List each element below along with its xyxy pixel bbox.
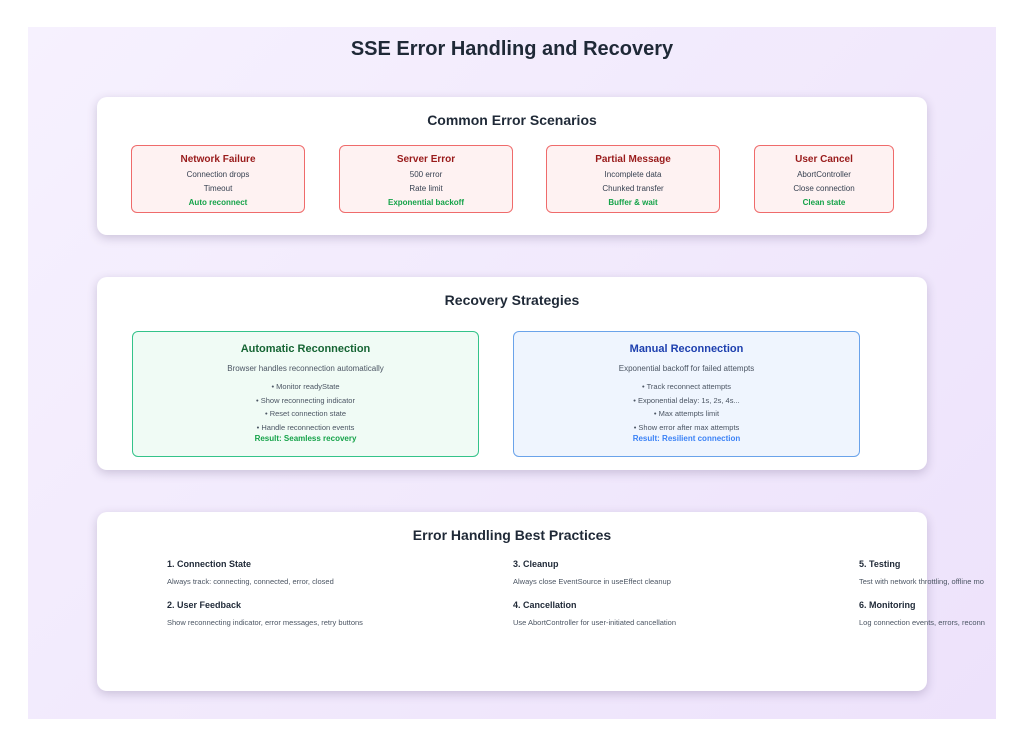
strategy-result: Result: Seamless recovery xyxy=(254,434,357,443)
practice-heading: 5. Testing xyxy=(859,559,901,569)
error-card-result: Auto reconnect xyxy=(188,198,248,207)
practice-connection-state: 1. Connection State Always track: connec… xyxy=(167,559,334,586)
error-card-title: Network Failure xyxy=(180,154,256,165)
strategy-list: • Monitor readyState • Show reconnecting… xyxy=(133,380,478,434)
error-card-line: AbortController xyxy=(797,170,851,179)
error-card-line: Chunked transfer xyxy=(602,184,664,193)
section-title-recovery: Recovery Strategies xyxy=(444,292,580,308)
practice-cancellation: 4. Cancellation Use AbortController for … xyxy=(513,600,676,627)
list-item: • Track reconnect attempts xyxy=(642,382,731,391)
error-card-line: Timeout xyxy=(203,184,233,193)
error-card-title: User Cancel xyxy=(795,154,853,165)
error-card-title: Partial Message xyxy=(595,154,671,165)
list-item: • Show error after max attempts xyxy=(633,422,740,432)
manual-reconnection-box: Manual Reconnection Exponential backoff … xyxy=(513,331,860,457)
error-card-partial-message: Partial Message Incomplete data Chunked … xyxy=(546,145,720,213)
strategy-list: • Track reconnect attempts • Exponential… xyxy=(514,380,859,434)
list-item: • Monitor readyState xyxy=(271,382,340,391)
strategy-title: Automatic Reconnection xyxy=(240,343,371,355)
error-card-result: Buffer & wait xyxy=(608,198,658,207)
practice-heading: 1. Connection State xyxy=(167,559,252,569)
strategy-title: Manual Reconnection xyxy=(629,343,744,355)
list-item: • Max attempts limit xyxy=(653,409,720,418)
error-card-title: Server Error xyxy=(396,154,456,165)
list-item: • Reset connection state xyxy=(264,409,346,418)
practice-text: Always close EventSource in useEffect cl… xyxy=(513,577,671,586)
error-card-line: Rate limit xyxy=(409,184,443,193)
automatic-reconnection-box: Automatic Reconnection Browser handles r… xyxy=(132,331,479,457)
section-title-errors: Common Error Scenarios xyxy=(427,112,597,128)
practice-text: Always track: connecting, connected, err… xyxy=(167,577,334,586)
practice-user-feedback: 2. User Feedback Show reconnecting indic… xyxy=(167,600,363,627)
error-card-line: 500 error xyxy=(409,170,443,179)
practice-heading: 6. Monitoring xyxy=(859,600,916,610)
recovery-strategies-section: Recovery Strategies Automatic Reconnecti… xyxy=(97,277,927,470)
strategy-result: Result: Resilient connection xyxy=(632,434,741,443)
page-title: SSE Error Handling and Recovery xyxy=(350,38,674,60)
practice-heading: 4. Cancellation xyxy=(513,600,577,610)
list-item: • Show reconnecting indicator xyxy=(256,395,355,405)
section-title-practices: Error Handling Best Practices xyxy=(412,527,612,543)
practice-testing: 5. Testing Test with network throttling,… xyxy=(859,559,984,586)
practice-text: Test with network throttling, offline mo xyxy=(859,577,984,586)
practice-cleanup: 3. Cleanup Always close EventSource in u… xyxy=(513,559,671,586)
practice-monitoring: 6. Monitoring Log connection events, err… xyxy=(859,600,985,627)
error-card-line: Close connection xyxy=(793,184,855,193)
list-item: • Handle reconnection events xyxy=(256,422,355,432)
practice-heading: 2. User Feedback xyxy=(167,600,242,610)
strategy-description: Exponential backoff for failed attempts xyxy=(618,364,755,373)
list-item: • Exponential delay: 1s, 2s, 4s... xyxy=(633,395,740,405)
error-card-network-failure: Network Failure Connection drops Timeout… xyxy=(131,145,305,213)
error-scenarios-section: Common Error Scenarios Network Failure C… xyxy=(97,97,927,235)
practice-text: Show reconnecting indicator, error messa… xyxy=(167,618,363,627)
practice-text: Log connection events, errors, reconn xyxy=(859,618,985,627)
error-card-line: Incomplete data xyxy=(604,170,662,179)
best-practices-section: Error Handling Best Practices 1. Connect… xyxy=(97,512,985,691)
error-card-user-cancel: User Cancel AbortController Close connec… xyxy=(754,145,894,213)
error-card-server-error: Server Error 500 error Rate limit Expone… xyxy=(339,145,513,213)
diagram-canvas: SSE Error Handling and Recovery Common E… xyxy=(28,27,996,719)
error-card-line: Connection drops xyxy=(186,170,250,179)
error-card-result: Clean state xyxy=(802,198,846,207)
practice-heading: 3. Cleanup xyxy=(513,559,559,569)
strategy-description: Browser handles reconnection automatical… xyxy=(227,364,384,373)
error-card-result: Exponential backoff xyxy=(387,198,464,207)
practice-text: Use AbortController for user-initiated c… xyxy=(513,618,676,627)
